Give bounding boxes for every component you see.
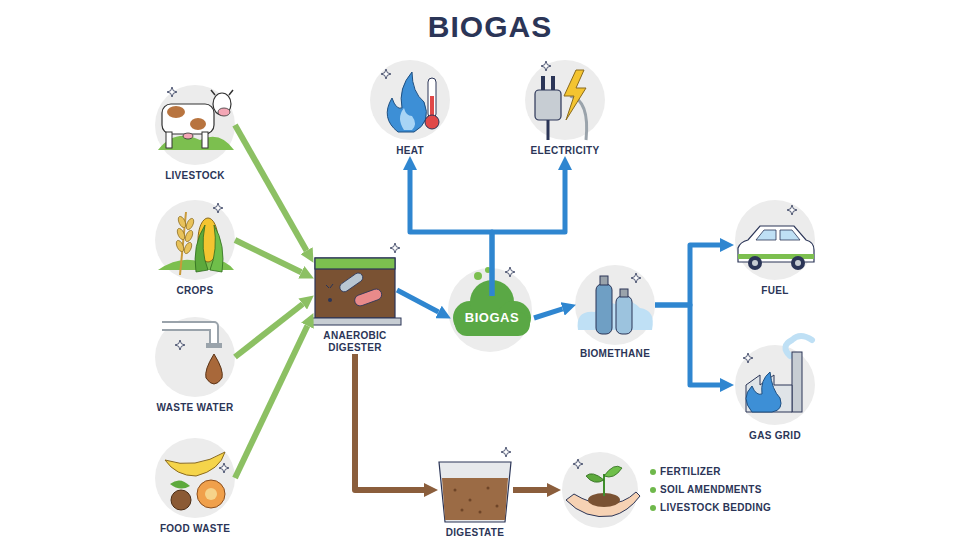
icon-slot [560,454,640,526]
icon-slot [575,267,655,343]
digestate-uses: FERTILIZER SOIL AMENDMENTS LIVESTOCK BEDDI… [560,454,771,526]
food-waste-icon [155,438,235,518]
gas-cylinders-icon [575,265,655,345]
flow-arrow [655,245,720,305]
pipe-icon [155,317,235,397]
biomethane-node: BIOMETHANE [575,267,655,360]
node-label: FUEL [761,285,788,297]
node-label: HEAT [396,145,424,157]
input-food-waste: FOOD WASTE [155,438,235,535]
node-label: BIOMETHANE [580,348,650,360]
icon-slot [155,438,235,518]
electricity-icon [525,60,605,140]
crops-icon [155,200,235,280]
node-label: FOOD WASTE [160,523,230,535]
flow-arrow [355,354,424,490]
flow-arrow [492,170,565,296]
biogas-node: BIOGAS [450,296,534,340]
flow-arrow [235,125,307,251]
icon-slot [155,85,235,165]
flow-arrow [410,170,492,296]
digester-node: ANAEROBIC DIGESTER [313,255,397,354]
input-livestock: LIVESTOCK [155,85,235,182]
car-icon [735,200,815,280]
diagram-title: BIOGAS [0,10,980,44]
list-item: SOIL AMENDMENTS [650,484,771,496]
icon-slot [525,60,605,140]
node-label: DIGESTATE [446,527,504,539]
icon-slot [313,255,397,325]
digestate-node: DIGESTATE [437,458,513,539]
digester-icon [309,243,401,325]
output-fuel: FUEL [733,210,817,297]
node-label: GAS GRID [749,430,801,442]
heat-icon [370,60,450,140]
flow-arrow [534,309,563,318]
node-label: ANAEROBIC DIGESTER [313,330,397,354]
icon-slot [155,200,235,280]
icon-slot [155,317,235,397]
flow-arrow [235,240,301,272]
list-item: FERTILIZER [650,466,771,478]
output-gas-grid: GAS GRID [733,345,817,442]
gas-grid-icon [735,336,815,425]
node-label: WASTE WATER [156,402,233,414]
flow-arrow [235,326,307,478]
hands-sprout-icon [562,452,640,528]
digestate-container [439,447,511,522]
input-waste-water: WASTE WATER [155,317,235,414]
output-heat: HEAT [370,60,450,157]
node-label: ELECTRICITY [531,145,600,157]
icon-slot [733,210,817,280]
icon-slot [733,345,817,425]
flow-arrow [235,304,303,357]
list-item: LIVESTOCK BEDDING [650,502,771,514]
node-label: BIOGAS [465,312,519,324]
flow-arrow [655,305,720,385]
node-label: CROPS [176,285,213,297]
use-list: FERTILIZER SOIL AMENDMENTS LIVESTOCK BEDDI… [650,463,771,517]
node-label: LIVESTOCK [165,170,225,182]
icon-slot [370,60,450,140]
output-electricity: ELECTRICITY [525,60,605,157]
input-crops: CROPS [155,200,235,297]
icon-slot [437,458,513,522]
flow-arrow [397,290,439,312]
cow-icon [155,85,235,165]
flow-arrow [513,487,547,493]
